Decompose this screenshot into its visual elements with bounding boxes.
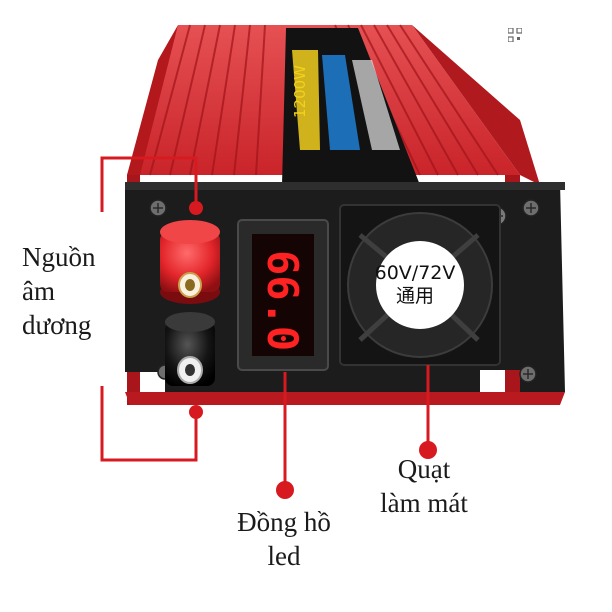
fan-voltage-label: 60V/72V 通用 [372, 262, 458, 308]
callout-dot-icon [189, 405, 203, 419]
callout-markers [189, 201, 437, 499]
negative-terminal [165, 312, 215, 386]
power-label-line1: Nguồn [22, 242, 96, 272]
fan-hub [376, 241, 464, 329]
fan-label-line1: Quạt [397, 454, 451, 484]
led-voltmeter: 66.0 [237, 219, 329, 371]
cooling-fan-label: Quạt làm mát [362, 452, 486, 520]
cooling-fan [339, 204, 501, 366]
fan-voltage-line1: 60V/72V [374, 262, 456, 284]
power-label-line2: âm [22, 276, 55, 306]
power-terminals-label: Nguồn âm dương [22, 240, 96, 342]
product-label-sticker: 1200W [282, 28, 420, 185]
power-label-line3: dương [22, 310, 92, 340]
positive-terminal [160, 220, 220, 304]
fan-label-line2: làm mát [380, 488, 468, 518]
model-text: 1200W [291, 65, 309, 118]
voltmeter-reading: 66.0 [258, 250, 307, 351]
led-label-line2: led [267, 541, 301, 571]
callout-dot-icon [419, 441, 437, 459]
callout-dot-icon [189, 201, 203, 215]
qr-scan-icon[interactable] [507, 27, 544, 43]
led-meter-label: Đồng hồ led [214, 505, 354, 573]
led-label-line1: Đồng hồ [237, 507, 331, 537]
fan-voltage-line2: 通用 [395, 285, 434, 307]
callout-dot-icon [276, 481, 294, 499]
callout-lines [100, 156, 430, 490]
